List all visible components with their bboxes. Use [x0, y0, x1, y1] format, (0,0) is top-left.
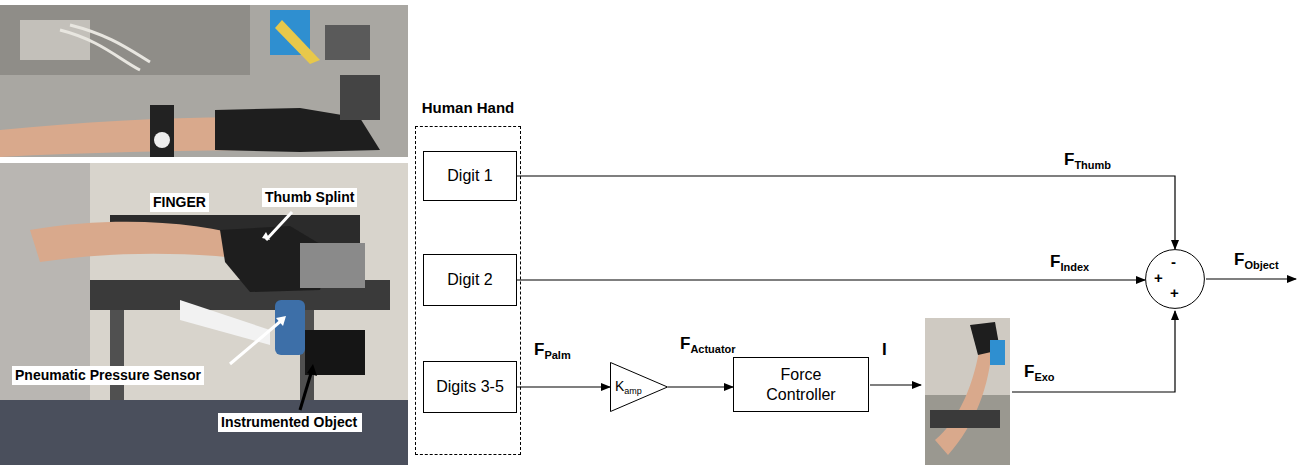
process-box: Force Controller: [733, 357, 869, 412]
leader-line: [300, 370, 312, 410]
photo-label: FINGER: [150, 193, 209, 212]
process-box: Digit 1: [423, 151, 517, 201]
signal-arrow: [1012, 311, 1175, 392]
box-label: Digit 2: [447, 270, 492, 290]
photo-label: Thumb Splint: [262, 188, 357, 207]
leader-line: [266, 212, 292, 240]
summing-junction: -++: [1145, 249, 1205, 309]
signal-arrow: [870, 384, 921, 385]
leader-line: [262, 232, 270, 240]
photo-bottom: [0, 163, 408, 465]
signal-connector: [517, 386, 610, 387]
photo-top: [0, 5, 408, 157]
amplifier-triangle: Kamp: [610, 362, 668, 412]
group-box: Human HandDigit 1Digit 2Digits 3-5: [415, 126, 521, 455]
signal-label: FPalm: [532, 340, 573, 362]
sign-symbol: -: [1171, 254, 1176, 269]
signal-label: FExo: [1022, 362, 1057, 384]
process-box: Digit 2: [423, 254, 517, 306]
group-heading: Human Hand: [416, 99, 520, 116]
leader-line: [276, 316, 286, 326]
sign-symbol: +: [1154, 270, 1163, 285]
leader-line: [307, 364, 317, 376]
signal-connector: [668, 386, 733, 387]
signal-label: FThumb: [1062, 150, 1113, 172]
photo-label: Pneumatic Pressure Sensor: [12, 366, 204, 385]
signal-label: FIndex: [1048, 252, 1091, 274]
signal-connector: [517, 279, 1145, 280]
process-box: Digits 3-5: [423, 361, 517, 413]
leader-line: [230, 320, 282, 364]
box-label: Force Controller: [753, 365, 849, 405]
signal-label: I: [880, 340, 889, 362]
sign-symbol: +: [1170, 285, 1179, 300]
photo-label: Instrumented Object: [218, 413, 362, 432]
signal-connector: [517, 176, 1175, 249]
gain-label: Kamp: [615, 378, 642, 397]
signal-label: FObject: [1232, 250, 1281, 272]
photo-exoskeleton: [925, 318, 1010, 465]
box-label: Digit 1: [447, 166, 492, 186]
signal-label: FActuator: [678, 334, 738, 356]
signal-arrow: [1206, 278, 1296, 279]
box-label: Digits 3-5: [436, 377, 504, 397]
